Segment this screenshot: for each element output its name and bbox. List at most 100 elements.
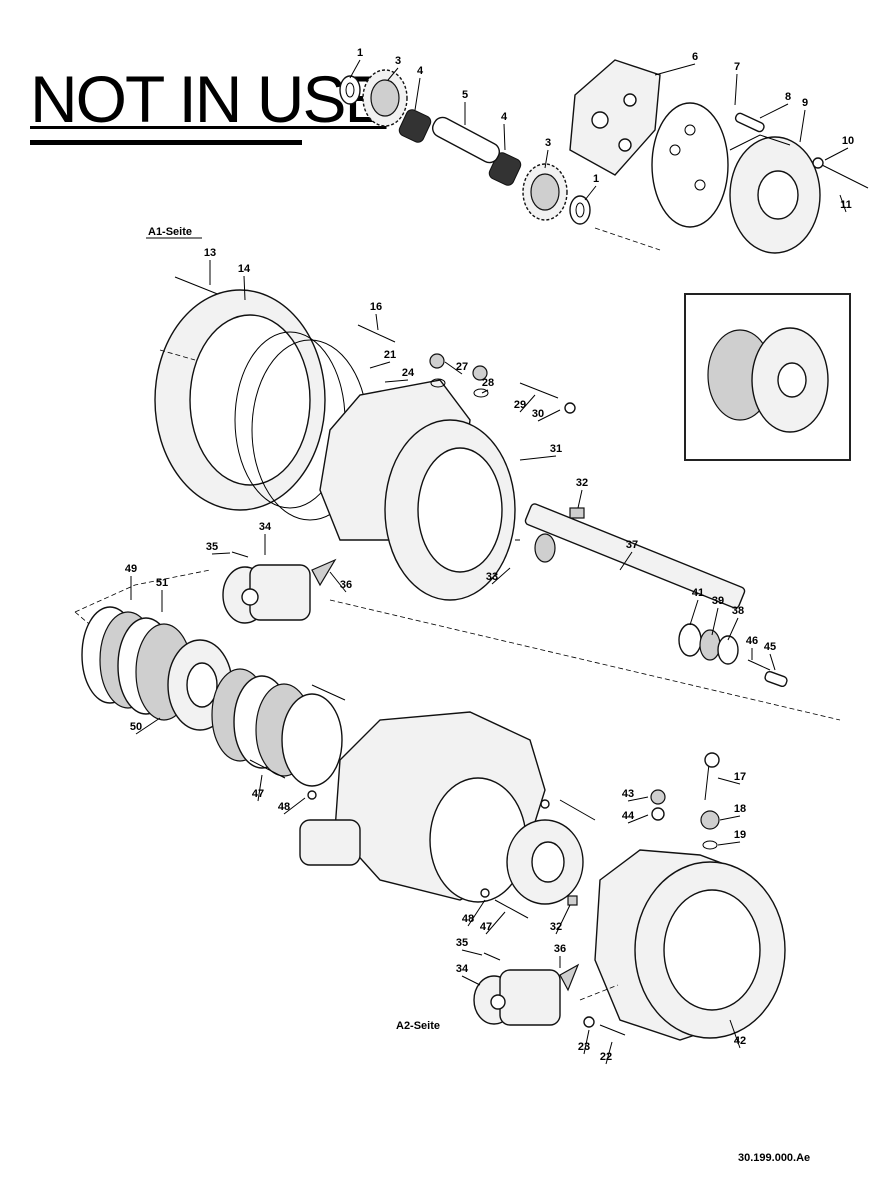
callout-leader-line — [839, 194, 847, 213]
callout-number: 23 — [578, 1041, 590, 1053]
callout-leader-line — [211, 552, 231, 555]
callout-leader-line — [619, 551, 633, 571]
callout-leader-line — [503, 123, 506, 151]
side-label-a1: A1-Seite — [148, 226, 193, 238]
callout-leader-line — [627, 814, 649, 824]
callout-number: 1 — [593, 173, 599, 185]
callout-leader-line — [717, 777, 741, 785]
callout-leader-line — [734, 73, 738, 106]
motor-group-lower — [473, 952, 580, 1026]
callout-leader-line — [717, 841, 741, 846]
callout-leader-line — [375, 313, 379, 331]
callout-leader-line — [519, 394, 536, 413]
callout-leader-line — [387, 67, 399, 81]
callout-leader-line — [719, 815, 741, 821]
callout-number: 18 — [734, 803, 746, 815]
callout-number: 1 — [357, 47, 363, 59]
center-housing-group — [299, 711, 596, 919]
callout-number: 28 — [482, 377, 494, 389]
stamp-underline — [30, 140, 302, 145]
callout-number: 4 — [501, 111, 508, 123]
callout-leader-line — [537, 409, 561, 422]
callout-leader-line — [627, 796, 649, 802]
ring-gear-housing-group — [154, 276, 585, 601]
callout-leader-line — [384, 379, 409, 383]
callout-leader-line — [461, 949, 483, 956]
callout-number: 4 — [417, 65, 424, 77]
callout-leader-line — [491, 567, 511, 585]
callout-number: 43 — [622, 788, 634, 800]
callout-number: 24 — [402, 367, 415, 379]
callout-number: 6 — [692, 51, 698, 63]
callout-number: 27 — [456, 361, 468, 373]
callout-number: 37 — [626, 539, 638, 551]
callout-leader-line — [729, 1019, 741, 1049]
callout-leader-line — [584, 185, 597, 201]
callout-number: 46 — [746, 635, 758, 647]
drawing-reference: 30.199.000.Ae — [738, 1152, 811, 1164]
callout-number: 32 — [550, 921, 562, 933]
callout-leader-line — [257, 774, 263, 802]
callout-number: 38 — [732, 605, 744, 617]
motor-group-upper — [222, 551, 337, 624]
callout-leader-line — [727, 617, 739, 641]
not-in-use-stamp: NOT IN USE — [30, 62, 389, 136]
callout-leader-line — [485, 911, 506, 935]
callout-number: 19 — [734, 829, 746, 841]
callout-leader-line — [769, 653, 776, 671]
callout-number: 45 — [764, 641, 776, 653]
callout-number: 30 — [532, 408, 544, 420]
callout-number: 49 — [125, 563, 137, 575]
callout-number: 3 — [545, 137, 551, 149]
callout-number: 9 — [802, 97, 808, 109]
brake-disc-pack — [74, 569, 841, 800]
callout-number: 36 — [340, 579, 352, 591]
inset-carrier-assembly — [684, 293, 851, 461]
callout-leader-line — [544, 149, 549, 169]
callout-leader-line — [329, 571, 347, 593]
callout-number: 51 — [156, 577, 168, 589]
callout-number: 3 — [395, 55, 401, 67]
callout-number: 10 — [842, 135, 854, 147]
callout-number: 11 — [840, 199, 852, 211]
callout-number: 35 — [206, 541, 218, 553]
callout-leader-line — [519, 455, 557, 461]
callout-number: 36 — [554, 943, 566, 955]
callout-number: 41 — [692, 587, 704, 599]
callout-leader-line — [583, 1029, 590, 1055]
callout-leader-line — [759, 103, 789, 119]
callout-number: 42 — [734, 1035, 746, 1047]
callout-leader-line — [824, 147, 849, 161]
callout-leader-line — [467, 899, 486, 927]
callout-number: 13 — [204, 247, 216, 259]
callout-number: 35 — [456, 937, 468, 949]
callout-number: 48 — [278, 801, 290, 813]
side-label-a2: A2-Seite — [396, 1020, 441, 1032]
callout-leader-line — [555, 904, 571, 935]
callout-number: 39 — [712, 595, 724, 607]
callout-number: 5 — [462, 89, 468, 101]
callout-number: 22 — [600, 1051, 612, 1063]
callout-number: 21 — [384, 349, 396, 361]
callout-number: 7 — [734, 61, 740, 73]
callout-leader-line — [243, 275, 246, 301]
callout-leader-line — [481, 389, 489, 394]
callout-leader-line — [689, 599, 699, 626]
end-housing-group — [579, 752, 786, 1041]
callout-number: 50 — [130, 721, 142, 733]
callout-leader-line — [711, 607, 719, 636]
callout-number: 48 — [462, 913, 474, 925]
callout-leader-line — [444, 361, 463, 375]
callout-leader-line — [605, 1041, 613, 1065]
callout-leader-line — [135, 717, 161, 735]
callout-number: 33 — [486, 571, 498, 583]
callout-number: 8 — [785, 91, 791, 103]
callout-number: 14 — [238, 263, 251, 275]
drive-shaft-group — [515, 503, 788, 688]
callout-number: 47 — [252, 788, 264, 800]
callout-number: 32 — [576, 477, 588, 489]
callout-number: 17 — [734, 771, 746, 783]
